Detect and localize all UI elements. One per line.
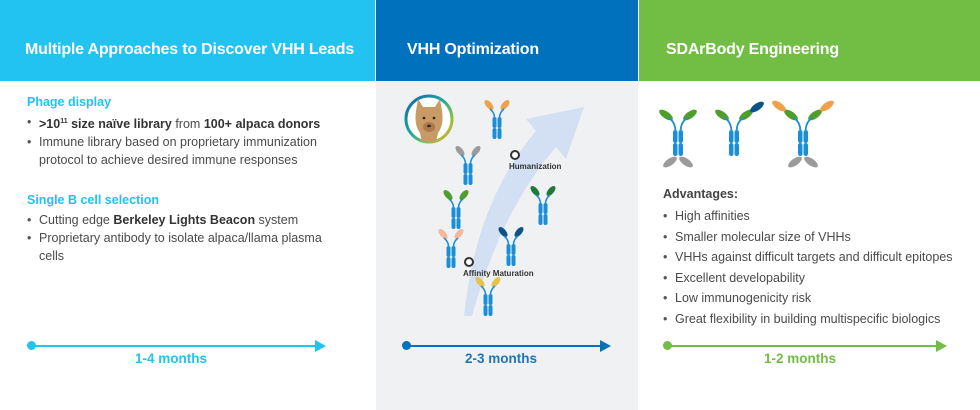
phage-display-bullets: >1011 size naïve library from 100+ alpac… [27,113,357,169]
timeline-duration: 1-2 months [764,351,837,366]
bold-text: Berkeley Lights Beacon [113,213,256,227]
timeline: 1-2 months [663,340,953,370]
timeline: 2-3 months [402,340,612,370]
advantage-item: Low immunogenicity risk [663,288,952,309]
column-header: Multiple Approaches to Discover VHH Lead… [0,0,375,81]
antibody-icon [484,100,510,140]
timeline-line [406,345,602,347]
text: from [171,117,204,131]
antibody-icon [659,109,697,168]
bullet-item: Proprietary antibody to isolate alpaca/l… [27,229,327,265]
antibody-icon [772,100,834,168]
column-header: SDArBody Engineering [639,0,980,81]
advantage-item: Excellent developability [663,268,952,289]
section-title-phage-display: Phage display [27,95,112,109]
arrow-right-icon [315,340,326,352]
antibody-icon [438,229,464,269]
advantage-item: Smaller molecular size of VHHs [663,227,952,248]
column-title: VHH Optimization [407,41,539,58]
timeline-line [31,345,317,347]
advantage-item: High affinities [663,206,952,227]
humanization-marker [510,150,520,160]
column-title: SDArBody Engineering [666,41,839,58]
antibody-icon [715,101,764,157]
text: Cutting edge [39,213,114,227]
timeline-duration: 2-3 months [465,351,538,366]
advantage-item: Great flexibility in building multispeci… [663,309,952,330]
column-discover-vhh-leads: Multiple Approaches to Discover VHH Lead… [0,0,375,410]
sdarbody-formats-illustration [659,100,834,168]
alpaca-avatar-icon [404,94,454,144]
timeline-duration: 1-4 months [135,351,208,366]
superscript: 11 [60,118,68,125]
bold-text: size naïve library [67,117,172,131]
bold-text: >10 [39,117,61,131]
optimization-diagram: Humanization Affinity Maturation [376,81,638,341]
antibody-icon [530,186,556,226]
antibody-icon [443,190,469,230]
text: system [255,213,299,227]
timeline: 1-4 months [27,340,327,370]
antibody-icon [455,146,481,186]
antibody-icon [498,227,524,267]
arrow-right-icon [936,340,947,352]
optimization-illustration [404,94,584,317]
timeline-line [667,345,939,347]
arrow-right-icon [600,340,611,352]
step-label-affinity-maturation: Affinity Maturation [463,269,534,278]
bullet-item: >1011 size naïve library from 100+ alpac… [27,113,357,133]
advantages-list: High affinities Smaller molecular size o… [663,206,952,329]
antibody-icon [475,277,501,317]
section-title-single-b-cell: Single B cell selection [27,193,159,207]
curved-arrow-icon [464,107,584,316]
bullet-item: Cutting edge Berkeley Lights Beacon syst… [27,211,327,229]
bold-text: 100+ alpaca donors [203,117,321,131]
single-b-cell-bullets: Cutting edge Berkeley Lights Beacon syst… [27,211,327,265]
sdarbody-formats [639,90,980,175]
affinity-maturation-marker [464,257,474,267]
step-label-humanization: Humanization [509,162,562,171]
column-title: Multiple Approaches to Discover VHH Lead… [25,41,355,58]
advantage-item: VHHs against difficult targets and diffi… [663,247,952,268]
bullet-item: Immune library based on proprietary immu… [27,133,357,169]
advantages-title: Advantages: [663,187,739,201]
column-header: VHH Optimization [376,0,638,81]
column-vhh-optimization: VHH Optimization [376,0,638,410]
column-sdarbody-engineering: SDArBody Engineering [639,0,980,410]
